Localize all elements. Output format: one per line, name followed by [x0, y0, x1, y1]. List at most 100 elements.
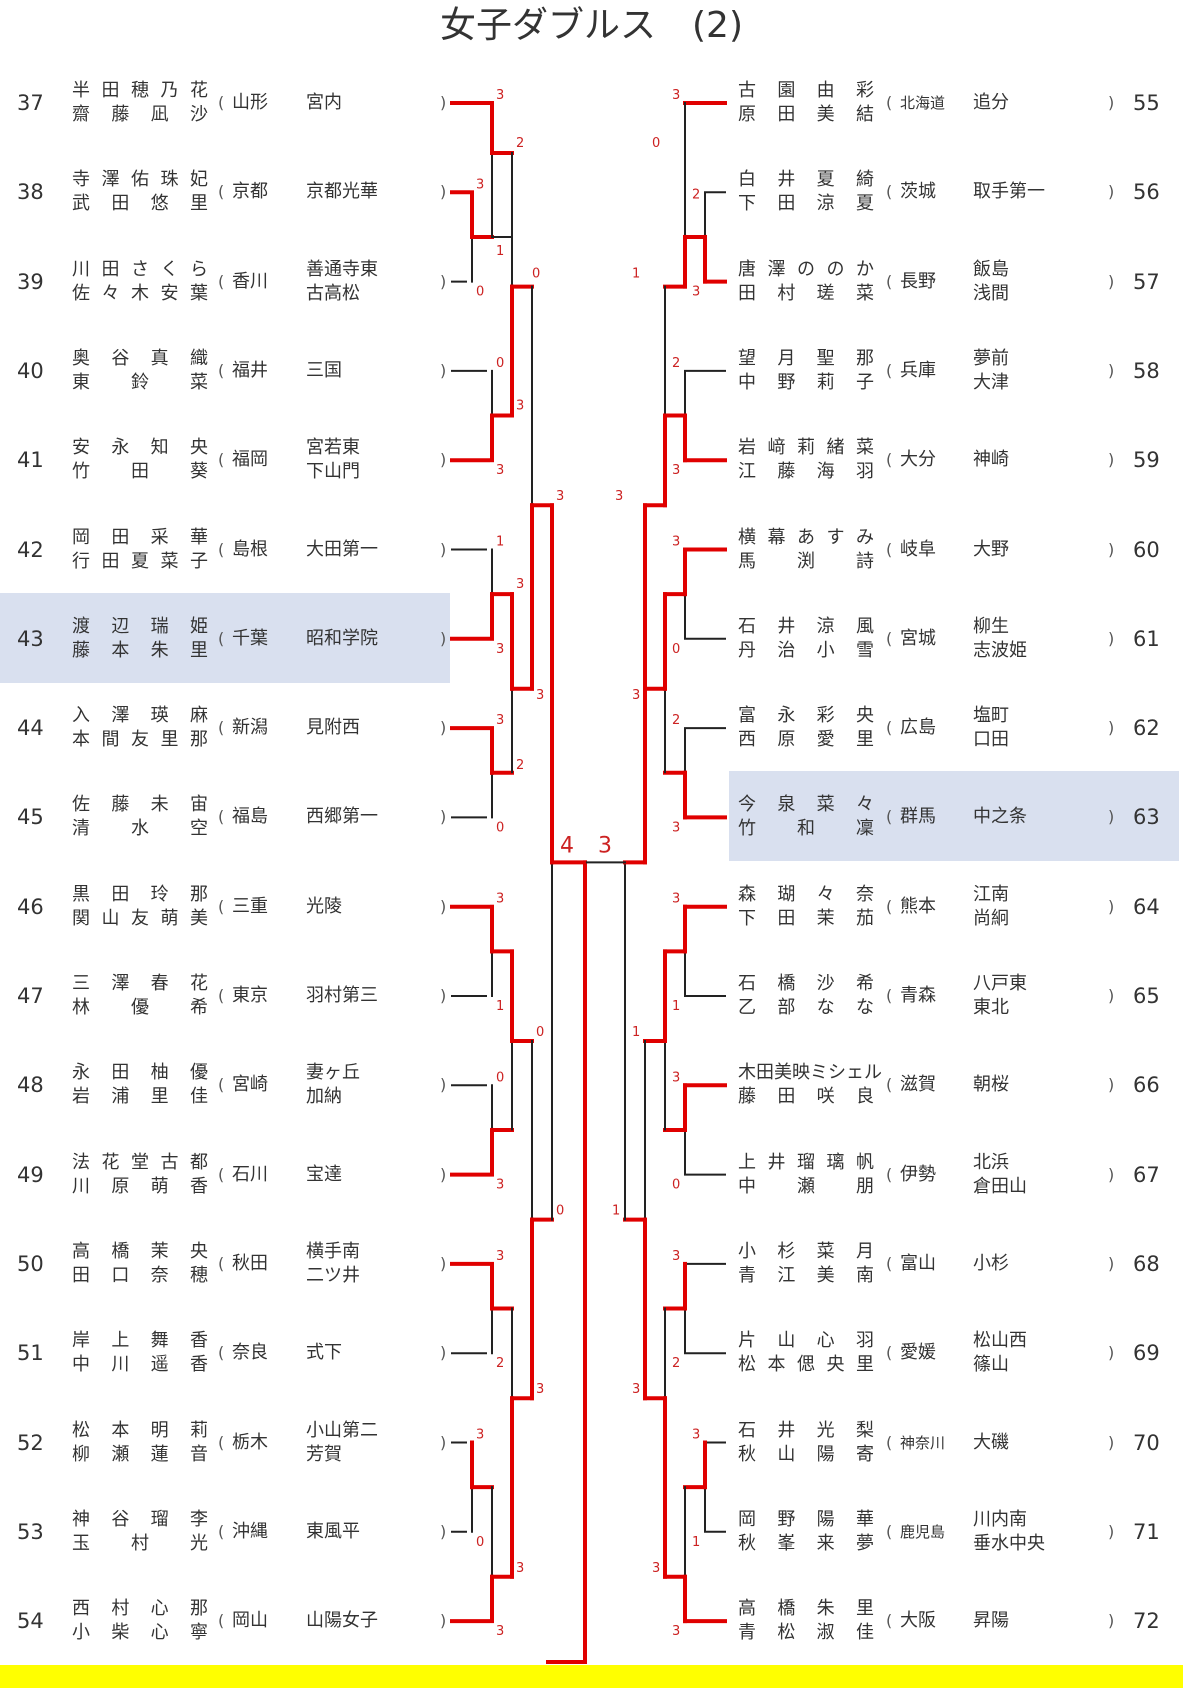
- left-school-54: 山陽女子: [306, 1610, 378, 1632]
- left-paren-open-43: (: [218, 628, 225, 648]
- right-paren-open-63: (: [886, 807, 893, 827]
- left-school-45: 西郷第一: [306, 806, 378, 828]
- left-pref-46: 三重: [232, 895, 268, 917]
- left-paren-close-40: ): [440, 360, 447, 380]
- score-49: 3: [496, 713, 504, 728]
- right-pref-58: 兵庫: [900, 359, 936, 381]
- score-150: 3: [672, 820, 680, 835]
- left-paren-close-48: ): [440, 1075, 447, 1095]
- right-school-68: 小杉: [973, 1252, 1009, 1274]
- score-34: 0: [496, 356, 504, 371]
- right-player2-70: 秋山陽寄: [738, 1443, 874, 1465]
- score-71: 1: [496, 999, 504, 1014]
- left-player1-52: 松本明莉: [72, 1419, 208, 1441]
- right-paren-open-56: (: [886, 182, 893, 202]
- left-entry-number-44: 44: [17, 716, 44, 741]
- left-paren-open-44: (: [218, 718, 225, 738]
- right-pref-69: 愛媛: [900, 1342, 936, 1364]
- left-paren-close-46: ): [440, 896, 447, 916]
- right-player1-62: 富永彩央: [738, 705, 874, 727]
- right-school-a-61: 柳生: [973, 615, 1009, 637]
- right-player2-64: 下田茉茄: [738, 907, 874, 929]
- right-player1-66: 木田美映ミシェル: [738, 1062, 882, 1084]
- left-pref-47: 東京: [232, 985, 268, 1006]
- right-paren-open-68: (: [886, 1253, 893, 1273]
- left-player1-46: 黒田玲那: [72, 883, 208, 905]
- score-171: 0: [672, 1178, 680, 1193]
- right-player2-61: 丹治小雪: [738, 639, 874, 661]
- left-entry-number-49: 49: [17, 1162, 44, 1187]
- left-paren-close-42: ): [440, 539, 447, 559]
- right-school-a-62: 塩町: [973, 705, 1009, 727]
- right-player1-63: 今泉菜々: [738, 794, 874, 816]
- left-school-a-48: 妻ヶ丘: [306, 1062, 360, 1084]
- right-entry-number-67: 67: [1133, 1162, 1160, 1187]
- right-player1-60: 横幕あすみ: [738, 526, 874, 548]
- score-129: 0: [652, 136, 660, 151]
- right-player2-68: 青江美南: [738, 1264, 874, 1286]
- left-entry-number-47: 47: [17, 984, 44, 1008]
- left-paren-close-43: ): [440, 628, 447, 648]
- left-school-49: 宝達: [306, 1163, 342, 1185]
- left-school-b-48: 加納: [306, 1086, 342, 1108]
- score-94: 3: [536, 1382, 544, 1397]
- right-paren-open-69: (: [886, 1343, 893, 1363]
- left-pref-39: 香川: [232, 270, 268, 292]
- left-school-51: 式下: [306, 1342, 342, 1364]
- left-entry-number-40: 40: [17, 358, 44, 383]
- right-paren-close-72: ): [1108, 1611, 1115, 1631]
- left-pref-45: 福島: [232, 806, 268, 828]
- score-40: 3: [516, 399, 524, 414]
- left-entry-number-46: 46: [17, 894, 44, 919]
- left-school-a-39: 善通寺東: [306, 258, 378, 280]
- left-paren-open-47: (: [218, 986, 225, 1005]
- left-pref-38: 京都: [232, 181, 268, 203]
- score-134: 3: [672, 463, 680, 478]
- final-score-left: 4: [560, 833, 574, 858]
- score-45: 3: [496, 642, 504, 657]
- right-player1-65: 石橋沙希: [738, 973, 874, 994]
- right-entry-number-65: 65: [1133, 984, 1160, 1008]
- score-185: 3: [652, 1561, 660, 1576]
- right-paren-close-68: ): [1108, 1253, 1115, 1273]
- score-175: 1: [632, 1025, 640, 1040]
- right-paren-close-70: ): [1108, 1432, 1115, 1452]
- right-paren-open-62: (: [886, 718, 893, 738]
- left-school-43: 昭和学院: [306, 627, 378, 649]
- right-player1-64: 森瑚々奈: [738, 883, 874, 905]
- right-player1-56: 白井夏綺: [738, 169, 874, 191]
- right-entry-number-63: 63: [1133, 805, 1160, 830]
- left-paren-close-47: ): [440, 986, 447, 1005]
- right-player1-72: 高橋朱里: [738, 1598, 874, 1620]
- score-44: 1: [496, 535, 504, 550]
- right-entry-number-66: 66: [1133, 1073, 1160, 1098]
- left-paren-open-39: (: [218, 271, 225, 291]
- score-39: 0: [532, 267, 540, 282]
- left-player2-52: 柳瀬蓮音: [72, 1443, 208, 1465]
- right-school-a-58: 夢前: [973, 347, 1009, 369]
- left-player2-50: 田口奈穂: [72, 1264, 208, 1286]
- left-paren-close-44: ): [440, 718, 447, 738]
- score-189: 3: [632, 1382, 640, 1397]
- left-paren-close-41: ): [440, 450, 447, 470]
- right-entry-number-56: 56: [1133, 180, 1160, 205]
- score-133: 2: [672, 356, 680, 371]
- right-pref-70: 神奈川: [900, 1433, 946, 1452]
- right-school-b-64: 尚絅: [973, 907, 1009, 929]
- right-school-b-69: 篠山: [973, 1354, 1009, 1376]
- score-22: 0: [476, 285, 484, 300]
- score-50: 0: [496, 820, 504, 835]
- left-school-37: 宮内: [306, 92, 342, 113]
- right-paren-open-58: (: [886, 360, 893, 380]
- score-29: 2: [516, 136, 524, 151]
- left-pref-37: 山形: [232, 92, 268, 113]
- score-76: 3: [496, 1178, 504, 1193]
- right-player2-67: 中瀬朋: [738, 1175, 874, 1197]
- left-paren-close-37: ): [440, 93, 447, 112]
- right-paren-close-57: ): [1108, 271, 1115, 291]
- right-player1-58: 望月聖那: [738, 347, 874, 369]
- score-65: 3: [476, 1428, 484, 1443]
- right-paren-open-67: (: [886, 1164, 893, 1184]
- left-school-b-52: 芳賀: [306, 1443, 342, 1465]
